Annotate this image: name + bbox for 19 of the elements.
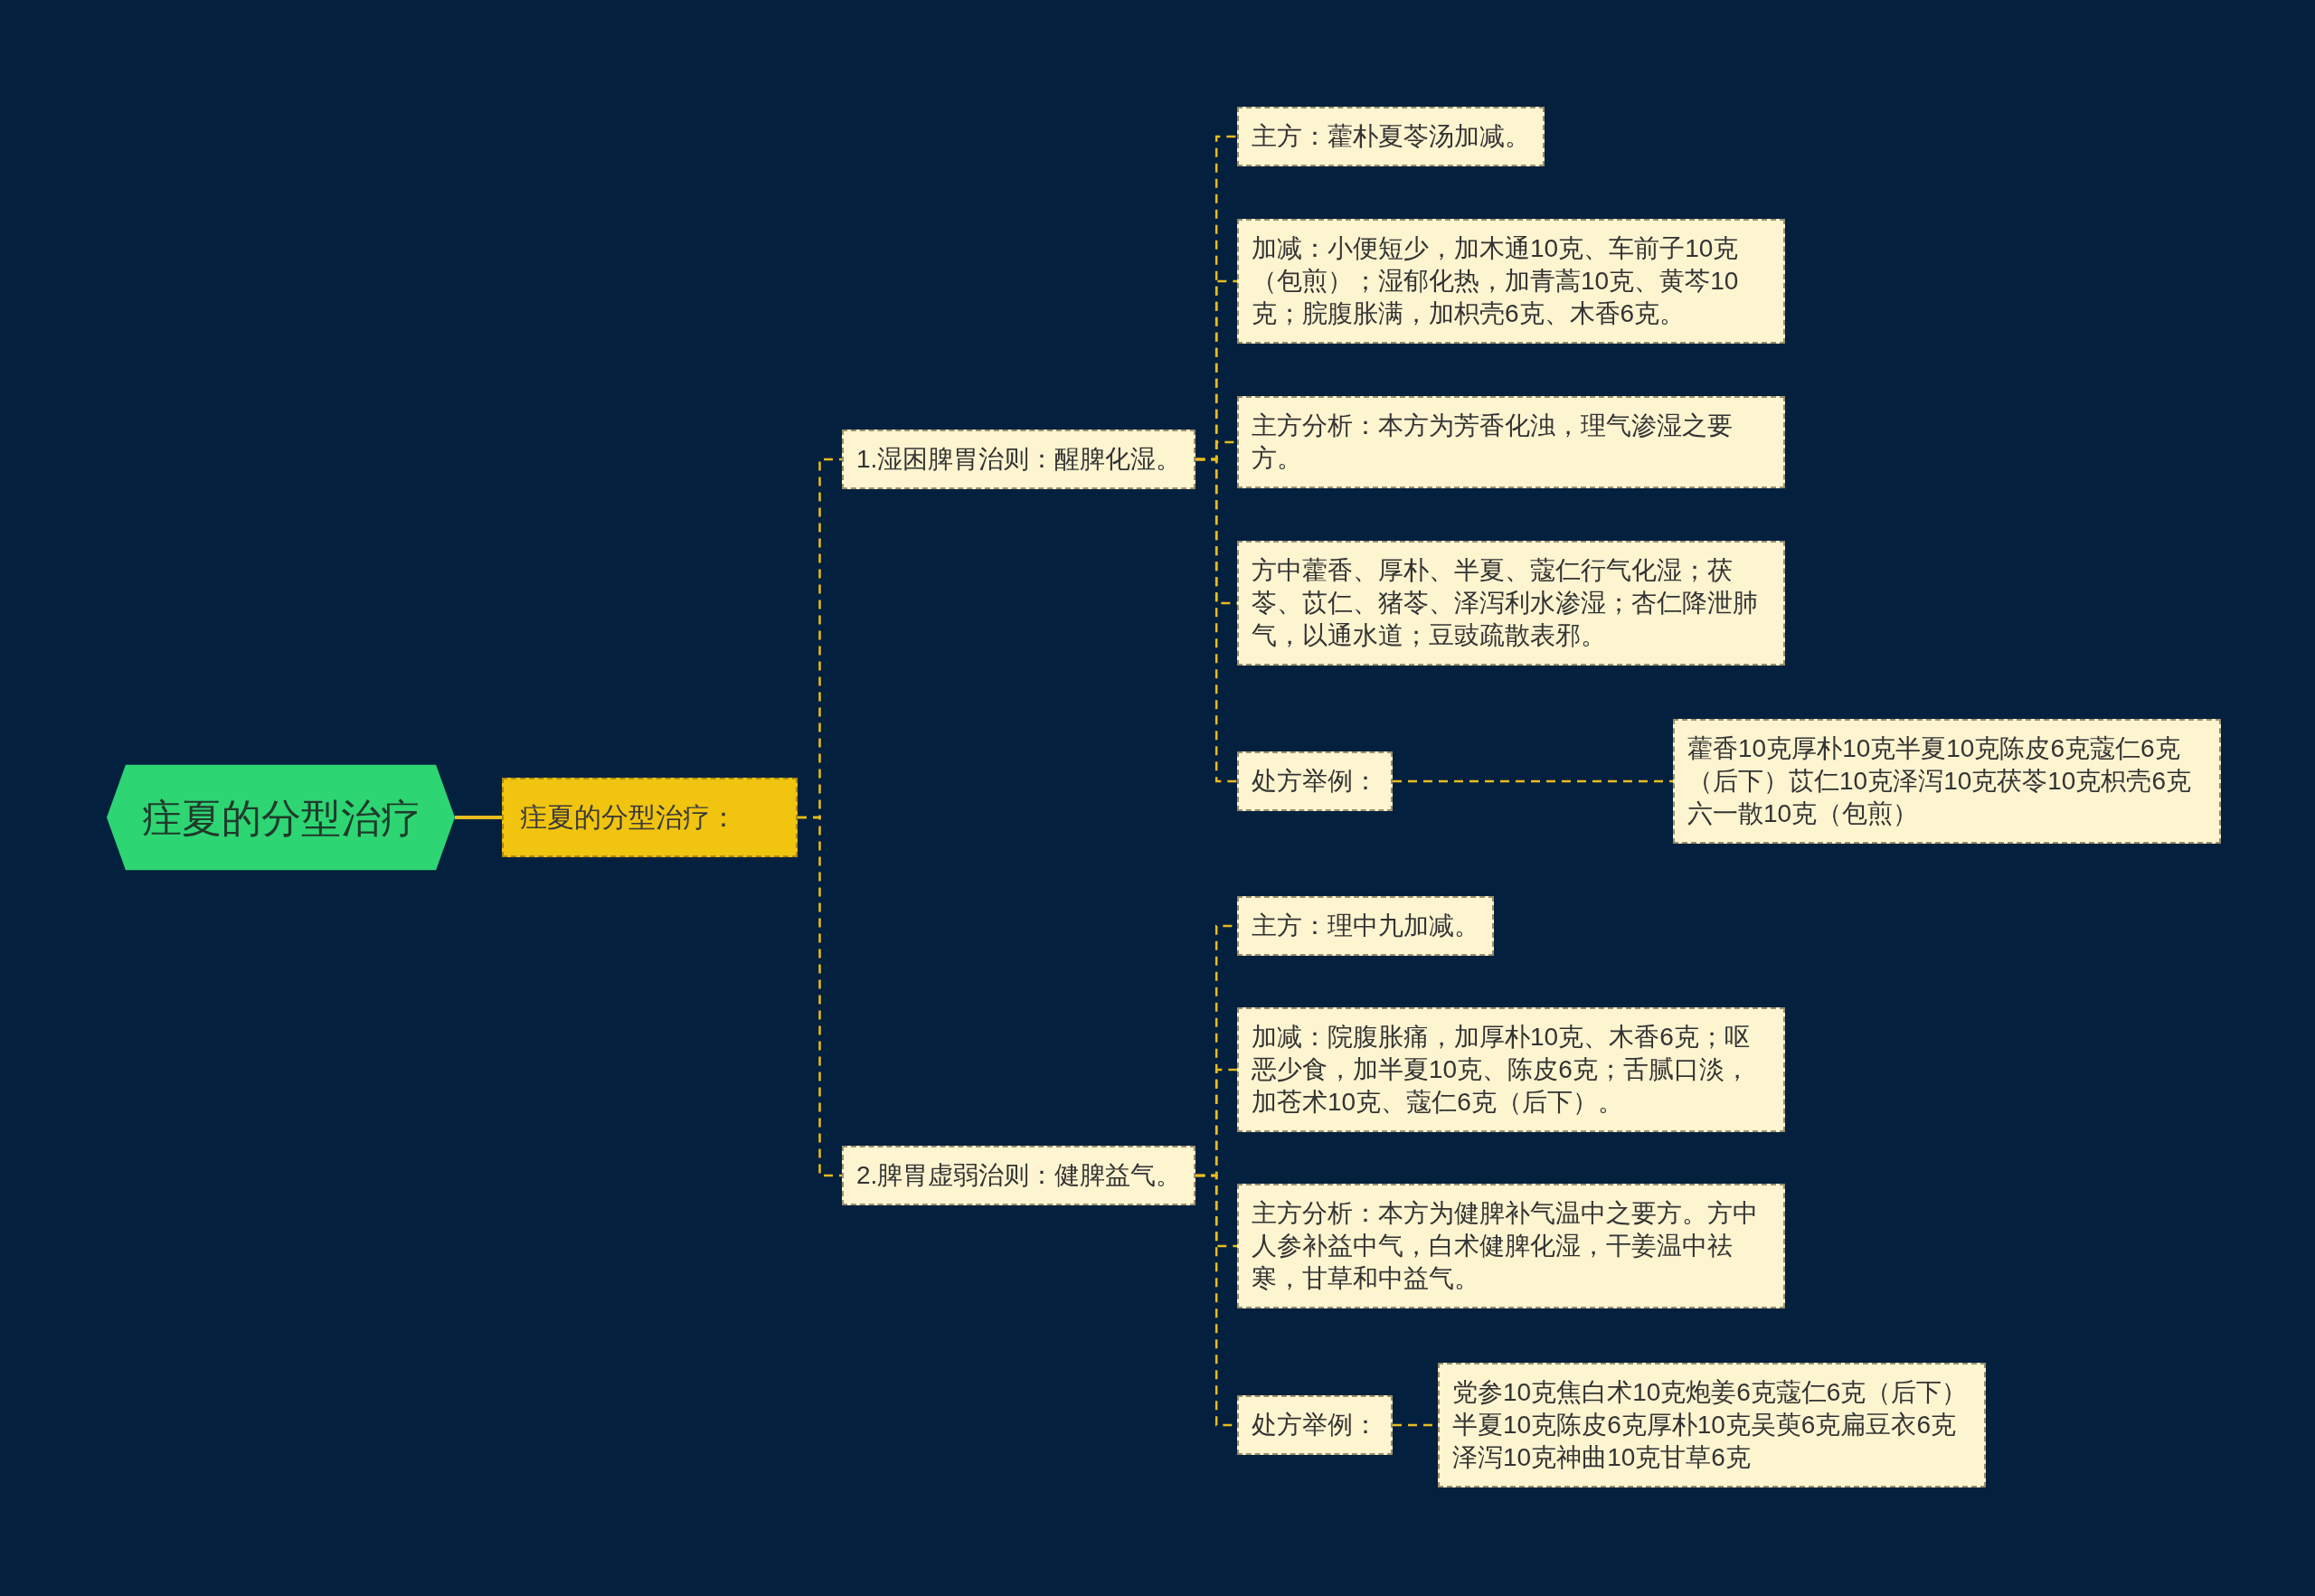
note-box: 处方举例：	[1237, 751, 1393, 811]
note-box: 主方：理中九加减。	[1237, 896, 1494, 956]
connector-line	[1393, 779, 1673, 783]
note-box: 主方分析：本方为芳香化浊，理气渗湿之要方。	[1237, 396, 1785, 488]
note-box: 方中藿香、厚朴、半夏、蔻仁行气化湿；茯苓、苡仁、猪苓、泽泻利水渗湿；杏仁降泄肺气，以通水道；豆豉疏散表邪。	[1237, 541, 1785, 666]
connector-line	[455, 816, 502, 819]
note-box: 主方：藿朴夏苓汤加减。	[1237, 107, 1545, 166]
note-box: 主方分析：本方为健脾补气温中之要方。方中人参补益中气，白术健脾化湿，干姜温中祛寒，甘草和中益气。	[1237, 1184, 1785, 1308]
note-box: 藿香10克厚朴10克半夏10克陈皮6克蔻仁6克（后下）苡仁10克泽泻10克茯苓10克枳壳6克六一散10克（包煎）	[1673, 719, 2221, 844]
topic-box: 疰夏的分型治疗：	[502, 778, 798, 857]
branch-box: 1.湿困脾胃治则：醒脾化湿。	[842, 430, 1196, 489]
note-box: 加减：院腹胀痛，加厚朴10克、木香6克；呕恶少食，加半夏10克、陈皮6克；舌腻口淡，加苍术10克、蔻仁6克（后下）。	[1237, 1007, 1785, 1132]
connector-line	[798, 816, 842, 1177]
note-box: 党参10克焦白术10克炮姜6克蔻仁6克（后下）半夏10克陈皮6克厚朴10克吴萸6克扁豆衣6克泽泻10克神曲10克甘草6克	[1438, 1363, 1986, 1487]
note-box: 处方举例：	[1237, 1395, 1393, 1455]
connector-line	[1195, 458, 1237, 783]
hexagon-node: 疰夏的分型治疗	[107, 764, 455, 871]
branch-box: 2.脾胃虚弱治则：健脾益气。	[842, 1146, 1196, 1205]
note-box: 加减：小便短少，加木通10克、车前子10克（包煎）；湿郁化热，加青蒿10克、黄芩10克；脘腹胀满，加枳壳6克、木香6克。	[1237, 219, 1785, 344]
